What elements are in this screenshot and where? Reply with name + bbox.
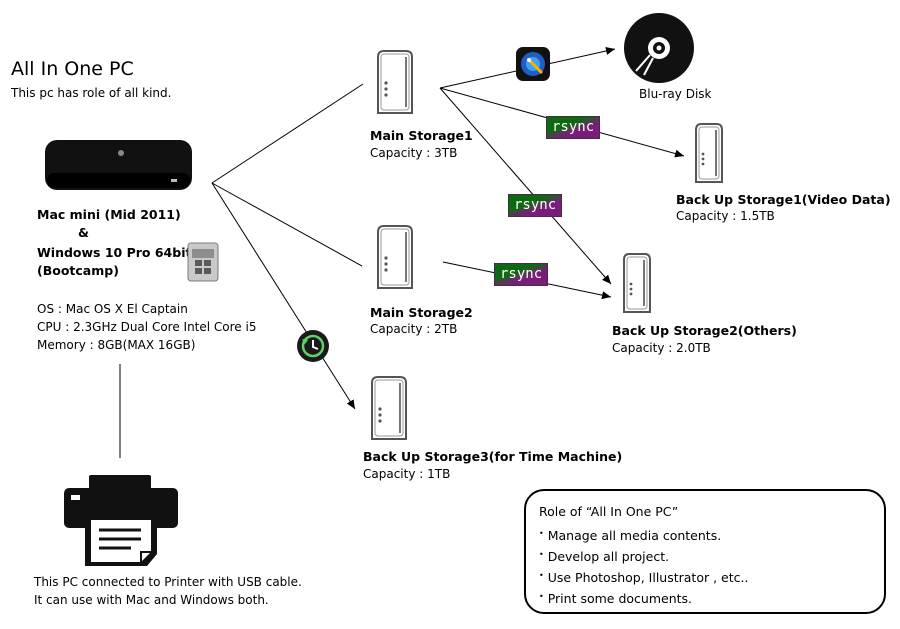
role-item: Develop all project. [539,545,748,566]
mac-name-line2: Windows 10 Pro 64bit [37,245,192,260]
mac-name-line3: (Bootcamp) [37,263,119,278]
tower-icon [377,225,413,289]
role-item: Use Photoshop, Illustrator , etc.. [539,566,749,587]
backup-storage2-name: Back Up Storage2(Others) [612,323,797,338]
main-storage1-capacity: Capacity : 3TB [370,146,458,160]
bluray-label: Blu-ray Disk [639,87,712,101]
line-mac-to-main1 [211,83,364,184]
backup-storage3-name: Back Up Storage3(for Time Machine) [363,449,623,464]
bluray-disc-icon [624,13,694,83]
mac-mini-icon [45,140,192,190]
backup-storage3-capacity: Capacity : 1TB [363,467,451,481]
burn-app-icon [516,47,550,81]
backup-storage1-name: Back Up Storage1(Video Data) [676,192,891,207]
role-item: Print some documents. [539,587,748,608]
rsync-badge: rsync [546,116,601,139]
printer-note-line1: This PC connected to Printer with USB ca… [34,575,302,589]
backup-storage1-capacity: Capacity : 1.5TB [676,209,775,223]
printer-icon [64,475,178,566]
mac-cpu: CPU : 2.3GHz Dual Core Intel Core i5 [37,320,257,334]
rsync-badge: rsync [494,263,549,286]
printer-note-line2: It can use with Mac and Windows both. [34,593,269,607]
page-subtitle: This pc has role of all kind. [11,86,172,100]
main-storage1-name: Main Storage1 [370,128,473,143]
main-storage2-name: Main Storage2 [370,305,473,320]
role-item: Manage all media contents. [539,524,748,545]
line-mac-to-backup3 [211,182,356,410]
line-main1-to-backup2 [439,87,612,285]
line-mac-to-main2 [211,182,363,267]
backup-storage2-capacity: Capacity : 2.0TB [612,341,711,355]
time-machine-icon [297,330,329,362]
role-title: Role of “All In One PC” [539,504,679,519]
tower-icon [377,50,413,114]
mac-os: OS : Mac OS X El Captain [37,302,188,316]
mac-name-line1: Mac mini (Mid 2011) [37,207,181,222]
main-storage2-capacity: Capacity : 2TB [370,322,458,336]
bootcamp-icon [187,242,219,282]
mac-memory: Memory : 8GB(MAX 16GB) [37,338,196,352]
tower-icon [695,123,723,183]
rsync-badge: rsync [508,194,563,217]
tower-icon [623,253,651,313]
page-title: All In One PC [11,58,134,80]
role-list: Manage all media contents. Develop all p… [539,524,749,608]
tower-icon [371,376,407,440]
mac-ampersand: & [78,225,89,240]
role-box: Role of “All In One PC” Manage all media… [524,489,886,614]
